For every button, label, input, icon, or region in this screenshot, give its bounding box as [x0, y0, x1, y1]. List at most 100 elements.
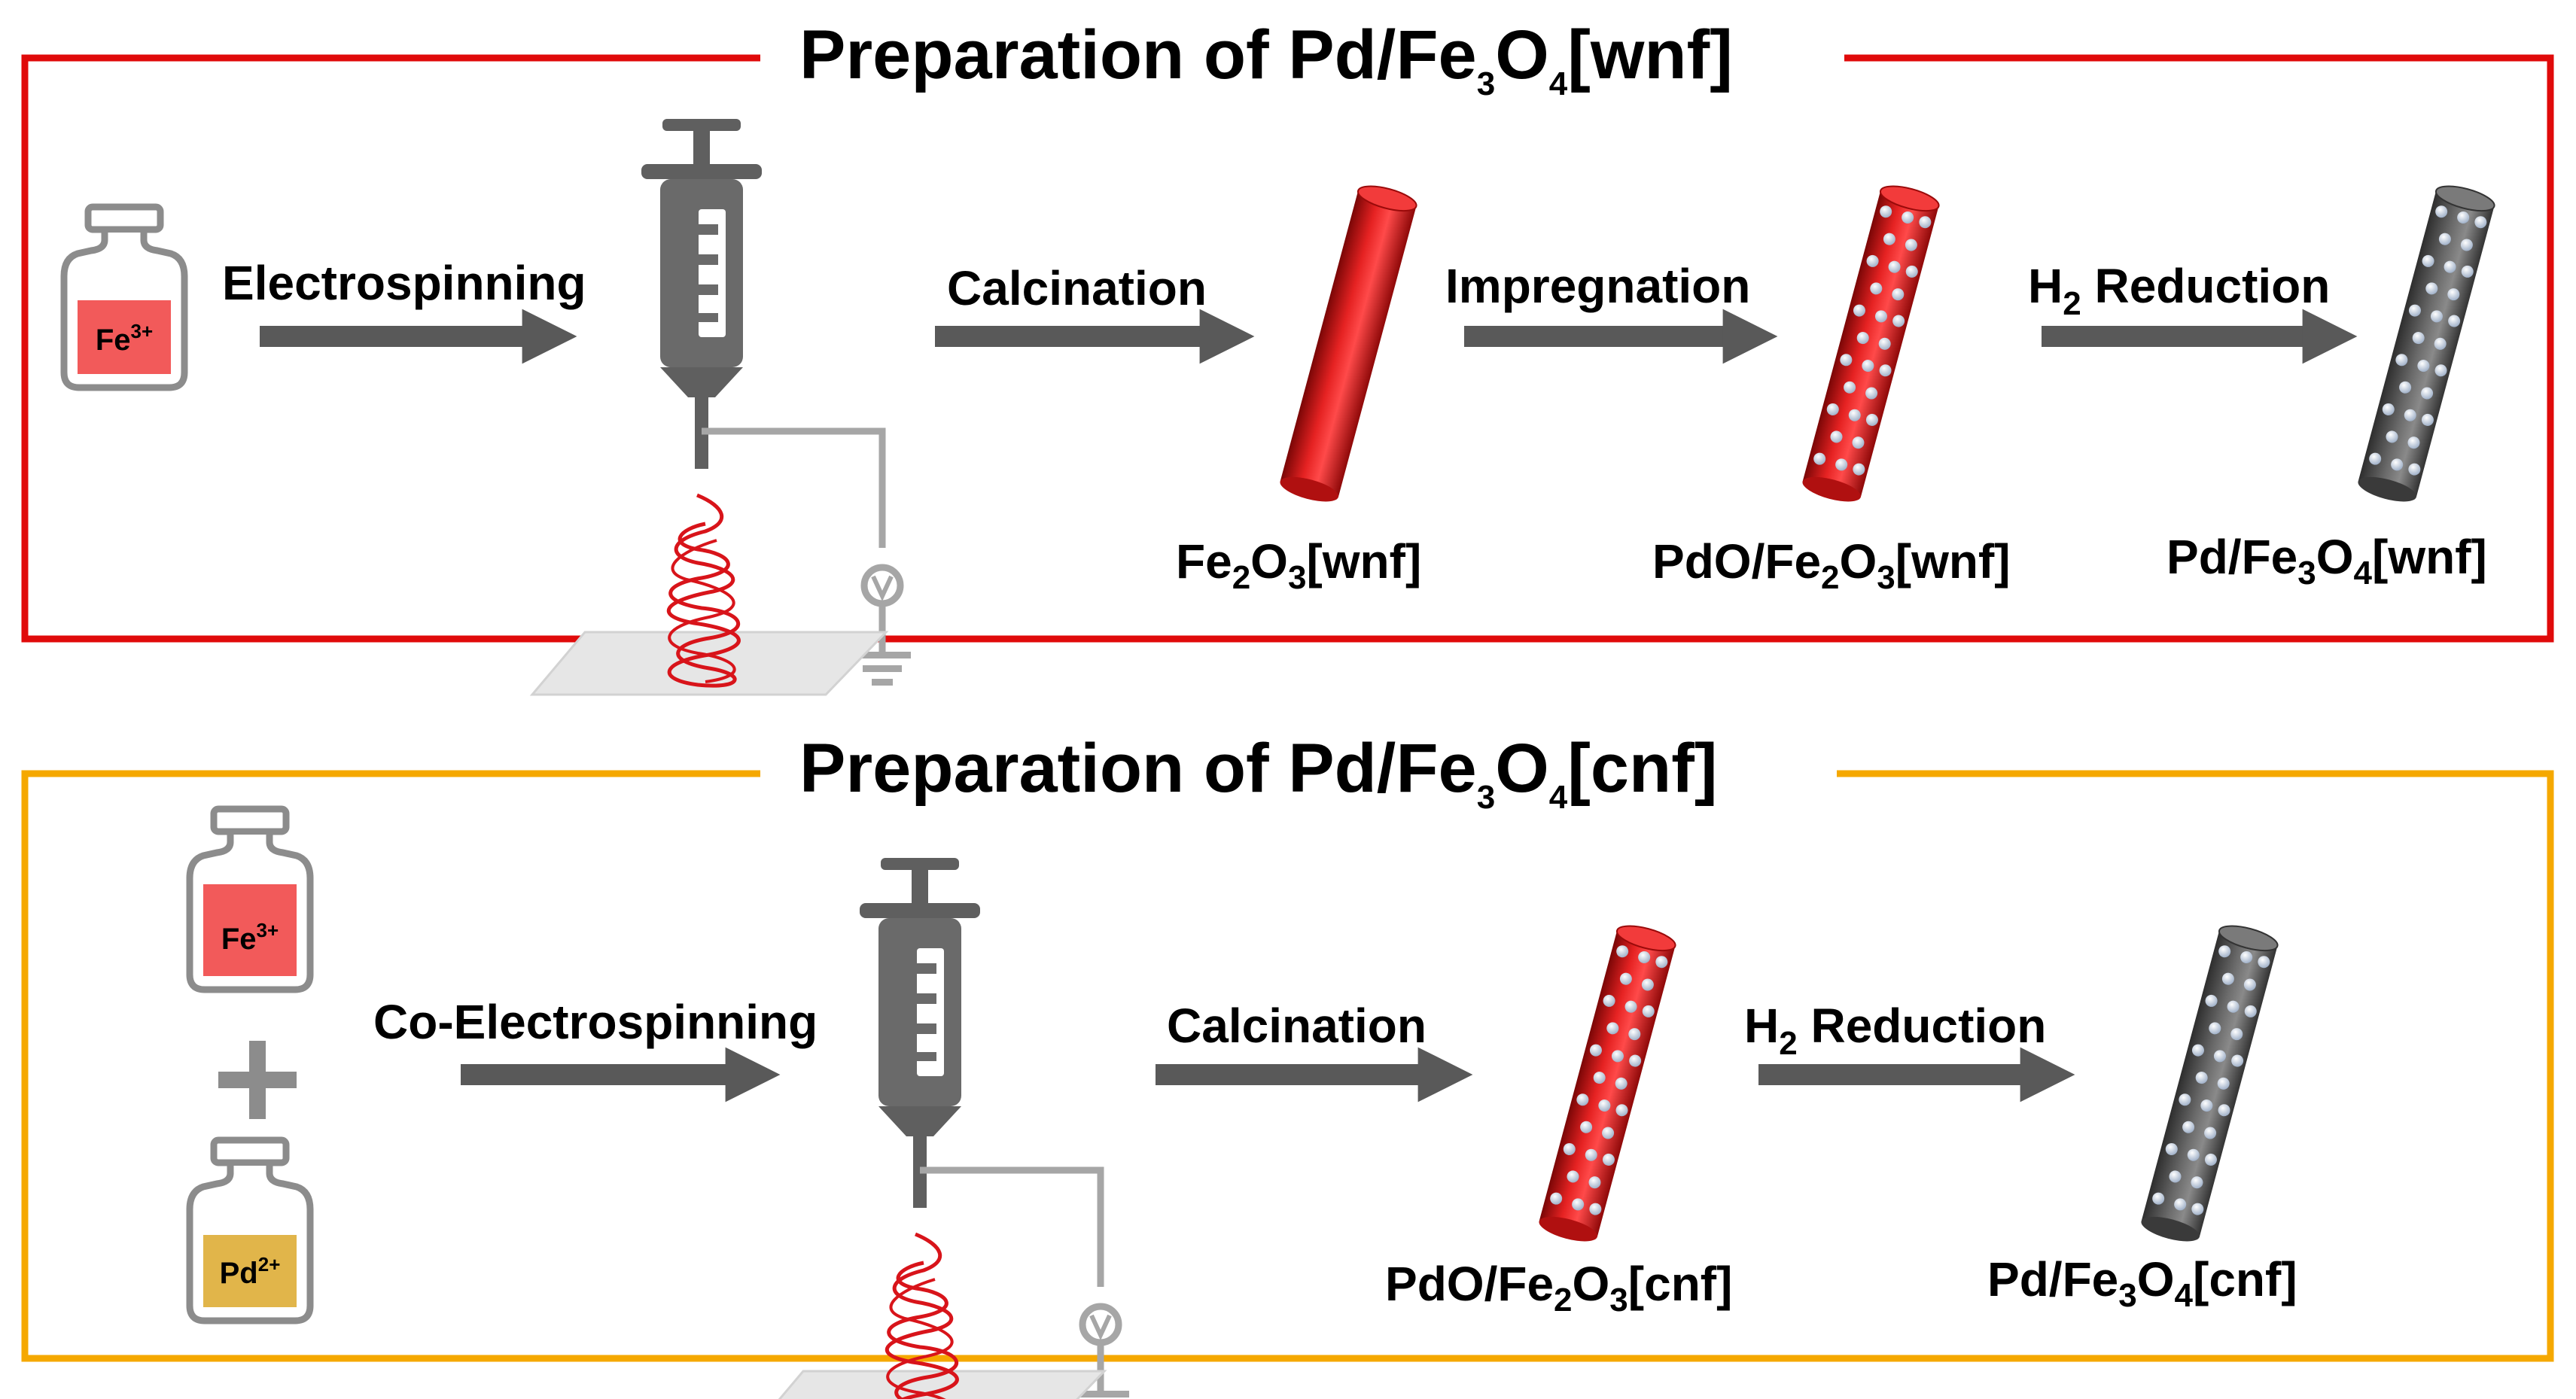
pd-particle [2200, 1099, 2213, 1112]
pd-particle [2217, 1077, 2230, 1090]
pd-particle [2457, 211, 2470, 224]
product-pd-fe3o4-wnf: Pd/Fe3O4[wnf] [2166, 530, 2487, 592]
pd-particle [1606, 1022, 1619, 1035]
pd-particle [1905, 265, 1918, 278]
pd-particle [1848, 409, 1861, 421]
pd-particle [2191, 1203, 2204, 1215]
pd-particle [2461, 265, 2474, 278]
pd-particle [1593, 1072, 1606, 1084]
step-calcination: Calcination [1167, 999, 1427, 1053]
pd-particle [2421, 413, 2434, 426]
product-pdo-fe2o3-cnf: PdO/Fe2O3[cnf] [1385, 1257, 1732, 1318]
pd-particle [1550, 1192, 1563, 1205]
pd-particle [1853, 463, 1865, 476]
pd-particle [1615, 1077, 1628, 1090]
pd-particle [2460, 239, 2473, 251]
co-electrospinning-apparatus [751, 858, 1129, 1399]
pd-particle [1628, 1028, 1641, 1041]
pd-particle [1866, 254, 1879, 267]
pd-particles [1813, 205, 1932, 476]
pd-particle [1883, 233, 1895, 245]
pd-particle [1879, 364, 1892, 377]
pd-particle [2230, 1028, 2243, 1041]
pd-particle [2204, 1127, 2217, 1139]
pd-particle [2444, 260, 2456, 273]
pd-particle [2399, 381, 2412, 394]
pd-particle [1641, 978, 1654, 991]
step-h2-reduction: H2 Reduction [2028, 259, 2330, 322]
pd-particle [1576, 1093, 1589, 1106]
pd-particle [2448, 315, 2461, 327]
fiber-pd-fe3o4-cnf [2141, 925, 2279, 1242]
wnf-title-gap [760, 30, 1844, 90]
pd-particle [1638, 950, 1651, 963]
pd-particle [2404, 409, 2416, 421]
pd-particle [1616, 945, 1629, 958]
pd-particle [1852, 436, 1865, 449]
pd-particle [2179, 1093, 2191, 1106]
pd-particle [1905, 239, 1917, 251]
fe-precursor-bottle: Fe3+ [190, 809, 310, 990]
pd-particle [1563, 1142, 1576, 1155]
pd-particle [2152, 1192, 2165, 1205]
pd-particle [1585, 1148, 1597, 1161]
pd-particle [2412, 332, 2425, 345]
pd-particle [1870, 282, 1883, 295]
pd-particle [2434, 337, 2447, 350]
cnf-panel: Preparation of Pd/Fe3O4[cnf] Fe3+ Pd2+ C… [21, 730, 2554, 1399]
pd-particle [2174, 1198, 2187, 1211]
pd-particle [1589, 1203, 1602, 1215]
pd-particle [2435, 205, 2448, 218]
pd-particle [1835, 458, 1848, 471]
pd-precursor-bottle: Pd2+ [190, 1140, 310, 1321]
pd-particle [2474, 216, 2487, 229]
pd-particle [1865, 387, 1878, 400]
pd-particle [2218, 945, 2231, 958]
pd-particle [1919, 216, 1932, 229]
pd-particle [2165, 1142, 2178, 1155]
pd-particle [1844, 381, 1856, 394]
pd-particle [2369, 452, 2382, 465]
cnf-title-gap [760, 744, 1837, 804]
pd-particle [2205, 994, 2218, 1007]
wnf-panel: Preparation of Pd/Fe3O4[wnf] Fe3+ Electr… [21, 17, 2554, 695]
pd-particle [1853, 304, 1865, 317]
fe-ion-label: Fe3+ [96, 320, 153, 357]
pd-particle [2221, 972, 2234, 985]
pd-particle [2258, 956, 2270, 969]
pd-particle [1624, 1000, 1637, 1013]
pd-particle [2218, 1104, 2230, 1117]
pd-particle [2191, 1044, 2204, 1057]
pd-particle [1878, 337, 1891, 350]
pd-particle [2240, 950, 2253, 963]
pd-particle [2425, 282, 2438, 295]
step-co-electrospinning: Co-Electrospinning [373, 995, 818, 1049]
pd-particle [2386, 430, 2398, 443]
pd-particle [1902, 211, 1914, 224]
pd-particle [2244, 1005, 2257, 1017]
pd-particles [2152, 945, 2270, 1215]
pd-particle [2182, 1121, 2195, 1133]
pd-ion-label: Pd2+ [220, 1253, 281, 1290]
fiber-pd-fe3o4-wnf [2358, 185, 2495, 502]
step-impregnation: Impregnation [1445, 259, 1750, 313]
pd-particle [1826, 403, 1839, 415]
pd-particle [2421, 387, 2434, 400]
fiber-pdo-fe2o3-wnf [1802, 185, 1940, 502]
pd-particle [1567, 1170, 1579, 1183]
pd-particle [2169, 1170, 2182, 1183]
pd-particle [2391, 458, 2404, 471]
step-calcination: Calcination [947, 261, 1207, 315]
pd-particle [1862, 360, 1874, 373]
pd-particle [1880, 205, 1892, 218]
electrospinning-apparatus [532, 119, 911, 695]
pd-particle [2195, 1072, 2208, 1084]
step-electrospinning: Electrospinning [222, 256, 586, 310]
pd-particle [1572, 1198, 1585, 1211]
pd-particle [1589, 1044, 1602, 1057]
pd-particle [1602, 1153, 1615, 1166]
pd-particle [1865, 413, 1878, 426]
pd-particle [1830, 430, 1843, 443]
pd-particle [1655, 956, 1668, 969]
